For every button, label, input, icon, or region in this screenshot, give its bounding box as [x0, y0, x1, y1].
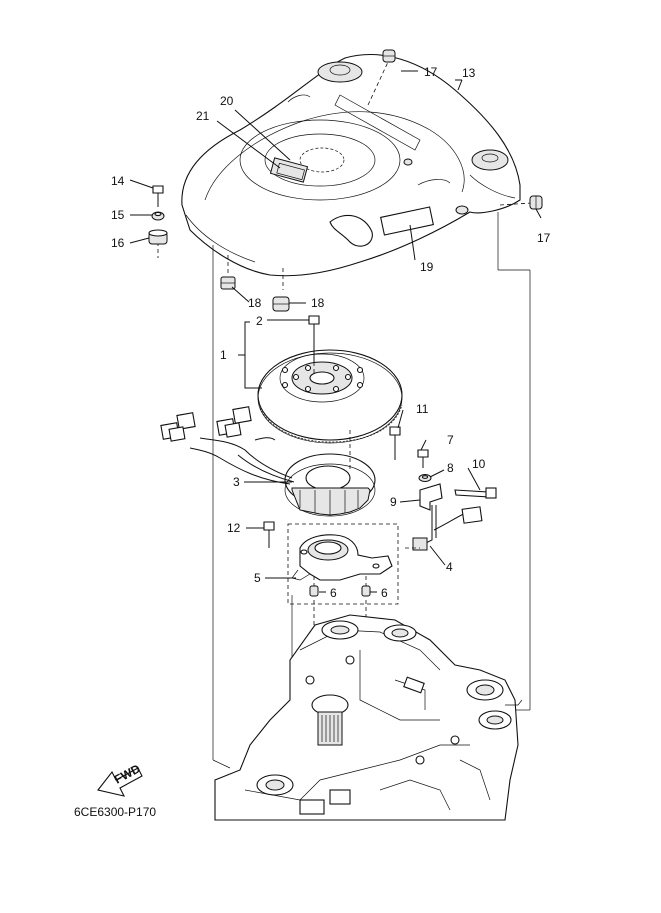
- callout-2: 2: [256, 314, 263, 328]
- holder-5: [291, 534, 393, 581]
- stator: [284, 430, 376, 517]
- callout-3: 3: [233, 475, 240, 489]
- bracket-9: [419, 483, 443, 511]
- stator-wire-harness: [160, 406, 295, 485]
- pulser-coil-4: [405, 505, 483, 551]
- leader-lines: [129, 70, 542, 593]
- callout-17-right: 17: [537, 231, 551, 245]
- callout-9: 9: [390, 495, 397, 509]
- callout-21: 21: [196, 109, 210, 123]
- callout-11: 11: [416, 402, 429, 416]
- bolt-7: [417, 449, 429, 468]
- dowel-6-right: [361, 576, 371, 597]
- engine-block: [214, 614, 523, 821]
- flywheel: [257, 349, 403, 444]
- dowel-6-left: [309, 576, 319, 597]
- callout-10: 10: [472, 457, 486, 471]
- fwd-arrow-icon: [97, 767, 143, 797]
- bolt-2: [308, 315, 320, 375]
- grommet-16: [148, 229, 168, 245]
- callout-6-left: 6: [330, 586, 337, 600]
- grommet-18-left: [220, 276, 236, 290]
- grommet-18-right: [272, 296, 290, 312]
- bolt-12: [263, 521, 275, 548]
- callout-4: 4: [446, 560, 453, 574]
- washer-8: [418, 474, 432, 482]
- bolt-14: [152, 185, 164, 207]
- callout-18-right: 18: [311, 296, 325, 310]
- callout-5: 5: [254, 571, 261, 585]
- callout-1: 1: [220, 348, 227, 362]
- callout-15: 15: [111, 208, 125, 222]
- callout-13: 13: [462, 66, 476, 80]
- drawing-code: 6CE6300-P170: [74, 805, 156, 819]
- washer-15: [151, 211, 165, 221]
- callout-16: 16: [111, 236, 125, 250]
- callout-6-right: 6: [381, 586, 388, 600]
- callout-14: 14: [111, 174, 125, 188]
- callout-18-left: 18: [248, 296, 262, 310]
- rod-10: [454, 487, 497, 499]
- callout-7: 7: [447, 433, 454, 447]
- callout-20: 20: [220, 94, 234, 108]
- flywheel-cover: [181, 54, 521, 277]
- grommet-17-right: [529, 195, 543, 210]
- callout-8: 8: [447, 461, 454, 475]
- bolt-11: [389, 426, 401, 460]
- callout-12: 12: [227, 521, 241, 535]
- callout-17-top: 17: [424, 65, 438, 79]
- grommet-17-top: [382, 49, 396, 63]
- callout-19: 19: [420, 260, 434, 274]
